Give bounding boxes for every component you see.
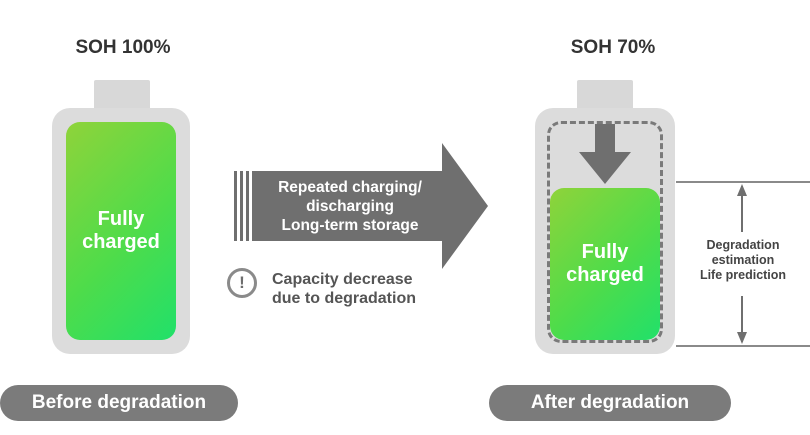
after-degradation-pill: After degradation (489, 385, 731, 421)
charge-label-line1: Fully (97, 208, 145, 230)
caution-line-2: due to degradation (272, 290, 416, 307)
exclamation-glyph: ! (239, 273, 245, 292)
capacity-decrease-note: Capacity decrease due to degradation (272, 270, 452, 308)
battery-charge-before: Fully charged (66, 122, 176, 340)
soh-70-label: SOH 70% (570, 37, 656, 58)
fully-charged-label-before: Fully charged (82, 208, 160, 254)
bracket-up-arrowhead (737, 184, 747, 196)
down-arrow-shaft (595, 124, 615, 154)
exclamation-circle-icon: ! (227, 268, 257, 298)
estimation-line-3: Life prediction (699, 268, 787, 282)
arrow-tail-bar-2 (240, 171, 243, 241)
process-description: Repeated charging/ discharging Long-term… (250, 178, 450, 235)
process-arrow-icon (234, 143, 488, 269)
arrow-tail-bar-3 (246, 171, 249, 241)
bracket-down-arrowhead (737, 332, 747, 344)
original-capacity-outline (547, 121, 663, 343)
battery-charge-after: Fully charged (550, 188, 660, 340)
battery-cap-after (577, 80, 633, 110)
charge-label-line2: charged (566, 264, 644, 286)
charge-label-line2: charged (82, 231, 160, 253)
arrow-tail-bar-1 (234, 171, 237, 241)
fully-charged-label-after: Fully charged (566, 241, 644, 287)
battery-cap-before (94, 80, 150, 110)
estimation-bracket (676, 181, 810, 347)
charge-label-line1: Fully (581, 241, 629, 263)
process-line-2: discharging (306, 198, 394, 215)
before-degradation-pill: Before degradation (0, 385, 238, 421)
caution-line-1: Capacity decrease (272, 271, 413, 288)
estimation-line-1: Degradation (706, 238, 780, 252)
down-arrow-head (579, 152, 631, 184)
down-arrow-icon (579, 124, 631, 184)
soh-100-label: SOH 100% (75, 37, 171, 58)
process-line-3: Long-term storage (281, 217, 419, 234)
estimation-line-2: estimation (711, 253, 775, 267)
degradation-estimation-label: Degradation estimation Life prediction (686, 238, 800, 283)
arrow-shape (252, 143, 488, 269)
process-line-1: Repeated charging/ (278, 179, 422, 196)
